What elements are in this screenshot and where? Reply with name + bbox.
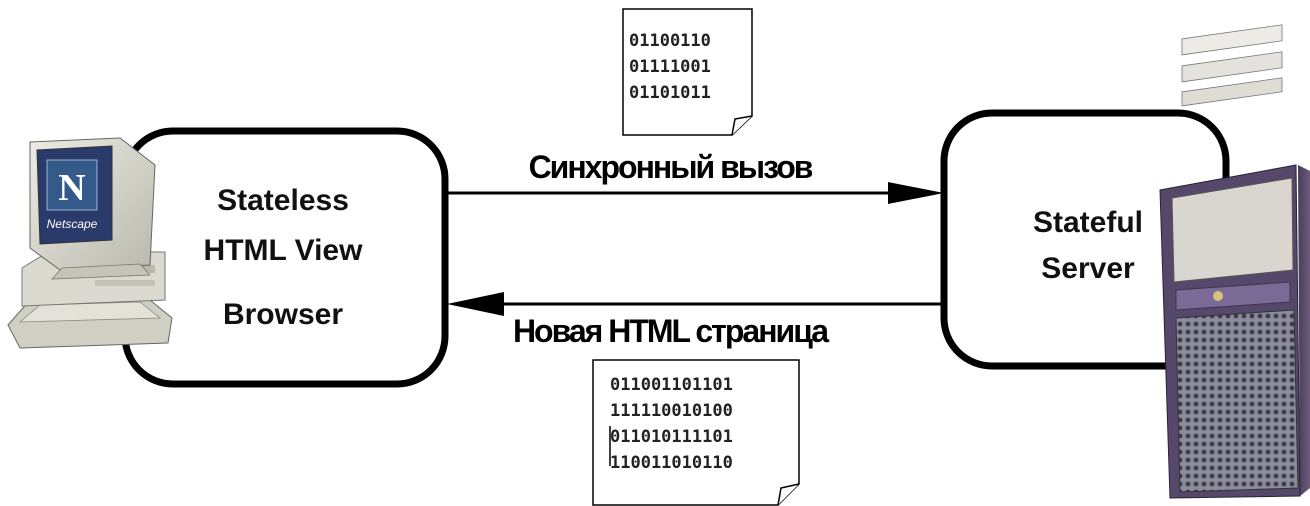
netscape-computer-icon: N Netscape <box>7 137 173 349</box>
server-box-line-2: Server <box>1041 252 1135 285</box>
request-arrow-label: Синхронный вызов <box>529 149 813 185</box>
client-box-line-3: Browser <box>223 298 343 331</box>
request-document-icon: 01100110 01111001 01101011 <box>622 8 753 136</box>
request-document-line-1: 01100110 <box>629 31 711 51</box>
client-box-line-1: Stateless <box>217 184 349 217</box>
response-document-line-2: 111110010100 <box>610 401 733 421</box>
response-arrow-label: Новая HTML страница <box>513 313 829 349</box>
monitor-logo-letter: N <box>58 167 85 209</box>
request-document-line-2: 01111001 <box>629 57 711 77</box>
response-document-line-1: 011001101101 <box>610 375 733 395</box>
client-box-line-2: HTML View <box>204 234 364 267</box>
monitor-brand: Netscape <box>47 217 98 231</box>
server-box-line-1: Stateful <box>1033 206 1143 239</box>
client-box: Stateless HTML View Browser <box>121 127 449 388</box>
tower-server-icon <box>1159 24 1310 499</box>
response-document-line-3: 011010111101 <box>610 427 733 447</box>
response-document-icon: 011001101101 111110010100 011010111101 1… <box>592 359 800 506</box>
response-document-line-4: 110011010110 <box>610 453 733 473</box>
request-document-line-3: 01101011 <box>629 83 711 103</box>
response-arrow <box>447 292 944 316</box>
request-arrow <box>447 182 944 204</box>
